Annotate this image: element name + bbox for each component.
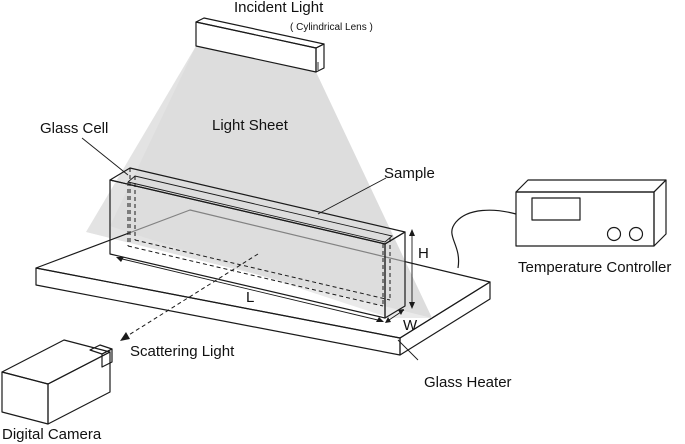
controller-knob-right (628, 226, 644, 242)
light-sheet-overlay (110, 46, 432, 318)
label-glass-cell: Glass Cell (40, 120, 108, 137)
label-incident-light: Incident Light (234, 0, 324, 16)
label-digital-camera: Digital Camera (2, 426, 102, 443)
label-l: L (246, 289, 254, 306)
label-cylindrical-lens: ( Cylindrical Lens ) (290, 22, 373, 33)
leader-sample (317, 177, 387, 215)
label-light-sheet: Light Sheet (212, 117, 289, 134)
dimension-h (409, 229, 415, 309)
label-temperature-controller: Temperature Controller (518, 259, 671, 276)
label-scattering-light: Scattering Light (130, 343, 235, 360)
digital-camera (1, 339, 113, 425)
label-glass-heater: Glass Heater (424, 374, 512, 391)
label-sample: Sample (384, 165, 435, 182)
heater-cable (451, 209, 517, 269)
controller-knob-left (606, 226, 622, 242)
leader-glass-cell (81, 137, 129, 176)
label-w: W (403, 317, 418, 334)
label-h: H (418, 245, 429, 262)
scattering-light-ray (120, 253, 259, 341)
glass-cell (109, 167, 406, 319)
controller-display (531, 197, 581, 221)
cylindrical-lens (195, 17, 325, 73)
dimension-w (385, 309, 405, 323)
dimension-l (116, 257, 384, 322)
temperature-controller (515, 179, 667, 247)
leader-glass-heater (397, 339, 419, 361)
